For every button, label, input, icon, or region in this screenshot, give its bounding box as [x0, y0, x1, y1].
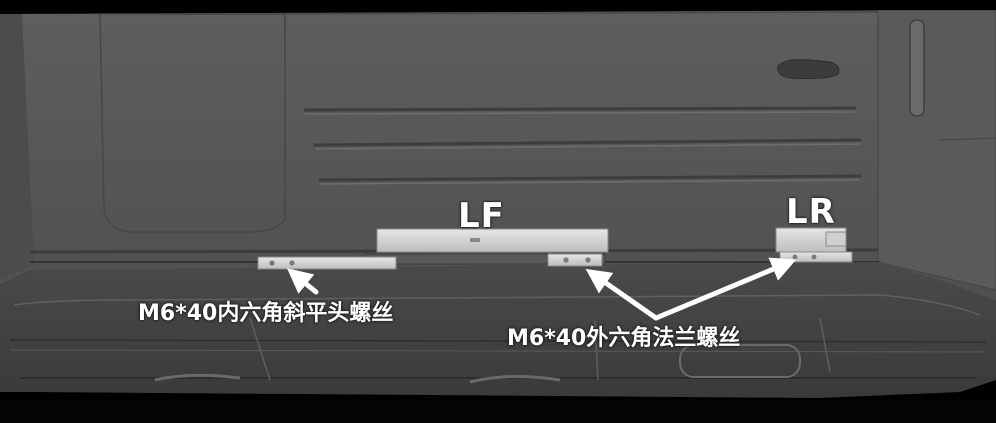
- upper-recess: [777, 59, 840, 79]
- body-panel: [0, 10, 996, 300]
- flange-screw-label: M6*40外六角法兰螺丝: [507, 326, 741, 351]
- callout-arrows: [287, 257, 797, 321]
- arrow-to-lr-plate: [653, 257, 797, 321]
- lf-label: LF: [458, 196, 505, 236]
- arrow-to-left-rail: [287, 268, 319, 295]
- right-door: [877, 9, 996, 291]
- inner-panel: [99, 13, 286, 233]
- left-pillar: [0, 14, 34, 280]
- countersunk-screw-label: M6*40内六角斜平头螺丝: [138, 301, 394, 326]
- lr-label: LR: [786, 192, 836, 232]
- arrow-to-center-plate: [585, 268, 659, 321]
- center-plate: [547, 253, 603, 267]
- panel-ribs: [303, 106, 862, 182]
- left-rail: [257, 256, 397, 270]
- lr-bracket: [775, 227, 853, 263]
- lf-bracket: [364, 228, 609, 265]
- door-handle: [909, 19, 925, 117]
